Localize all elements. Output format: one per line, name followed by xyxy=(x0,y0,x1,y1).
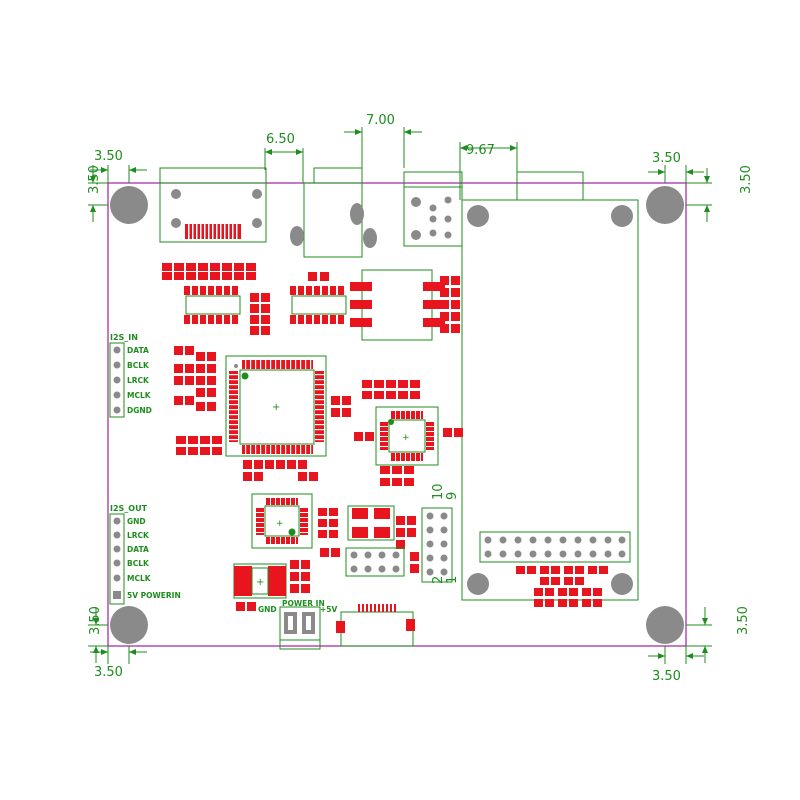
i2s-in-pin-2: BCLK xyxy=(127,361,150,370)
dim-top-right-h: 3.50 xyxy=(652,151,681,166)
i2s-out-pin-3: DATA xyxy=(127,545,149,554)
i2s-in-title: I2S_IN xyxy=(110,333,138,342)
header-number-10: 10 xyxy=(431,483,446,500)
audio-jack xyxy=(290,167,377,258)
i2s-in-pin-5: DGND xyxy=(127,406,152,415)
lower-qfp-chip: + xyxy=(251,493,313,549)
svg-text:+: + xyxy=(256,577,264,588)
i2s-out-header: I2S_OUT GND LRCK DATA BCLK MCLK 5V POWER… xyxy=(109,504,181,605)
config-header: 10 9 2 1 xyxy=(421,483,460,584)
usb-connector xyxy=(159,167,267,243)
dim-top-right-v: 3.50 xyxy=(739,165,754,194)
core-module xyxy=(461,171,639,601)
crystal-cluster xyxy=(318,505,419,573)
i2s-out-pin-1: GND xyxy=(127,517,146,526)
power-5v-label: +5V xyxy=(320,605,338,614)
passives-left xyxy=(174,346,222,455)
dim-connector-c: 9.67 xyxy=(466,143,495,158)
i2s-out-pin-2: LRCK xyxy=(127,531,150,540)
jumper-header xyxy=(345,547,405,577)
resistor-row-top xyxy=(162,263,256,280)
i2s-out-pin-4: BCLK xyxy=(127,559,150,568)
power-in-terminal: POWER IN +5V xyxy=(279,599,338,650)
header-number-1: 1 xyxy=(445,576,460,584)
module-header-pins xyxy=(484,536,626,558)
power-gnd-label: GND xyxy=(258,605,277,614)
i2s-out-pin-5: MCLK xyxy=(127,574,152,583)
dim-bottom-right-v: 3.50 xyxy=(736,606,751,635)
dim-top-left-h: 3.50 xyxy=(94,149,123,164)
secondary-qfp-chip: + xyxy=(375,406,439,466)
dim-connector-b: 7.00 xyxy=(366,113,395,128)
fpc-connector xyxy=(336,604,415,647)
passives-bottom-right xyxy=(516,566,608,607)
mounting-hole-top-right xyxy=(646,186,684,224)
header-number-9: 9 xyxy=(445,492,460,500)
mounting-hole-top-left xyxy=(110,186,148,224)
header-number-2: 2 xyxy=(431,576,446,584)
passives-middle xyxy=(243,380,463,486)
i2s-out-title: I2S_OUT xyxy=(110,504,148,513)
i2s-in-pin-4: MCLK xyxy=(127,391,152,400)
i2s-in-header: I2S_IN DATA BCLK LRCK MCLK DGND xyxy=(109,333,152,418)
i2s-out-pin-6: 5V POWERIN xyxy=(127,591,181,600)
dim-bottom-left-h: 3.50 xyxy=(94,665,123,680)
dim-bottom-right-h: 3.50 xyxy=(652,669,681,684)
inductor-block xyxy=(350,269,460,341)
svg-text:+: + xyxy=(272,402,280,413)
i2s-in-pin-3: LRCK xyxy=(127,376,150,385)
main-qfp-chip: + xyxy=(225,355,327,457)
resistor-column xyxy=(250,293,270,335)
power-regulator: + GND xyxy=(233,560,310,614)
soic-chip-2 xyxy=(290,286,347,324)
cap-pair-top xyxy=(308,272,329,281)
soic-chip-1 xyxy=(184,286,241,324)
i2s-in-pin-1: DATA xyxy=(127,346,149,355)
dim-top-left-v: 3.50 xyxy=(87,165,102,194)
dimension-arrows xyxy=(90,129,710,659)
svg-text:+: + xyxy=(402,433,410,443)
dim-connector-a: 6.50 xyxy=(266,132,295,147)
svg-text:+: + xyxy=(276,519,284,529)
mounting-hole-bottom-right xyxy=(646,606,684,644)
power-in-title: POWER IN xyxy=(282,599,325,608)
mounting-hole-bottom-left xyxy=(110,606,148,644)
